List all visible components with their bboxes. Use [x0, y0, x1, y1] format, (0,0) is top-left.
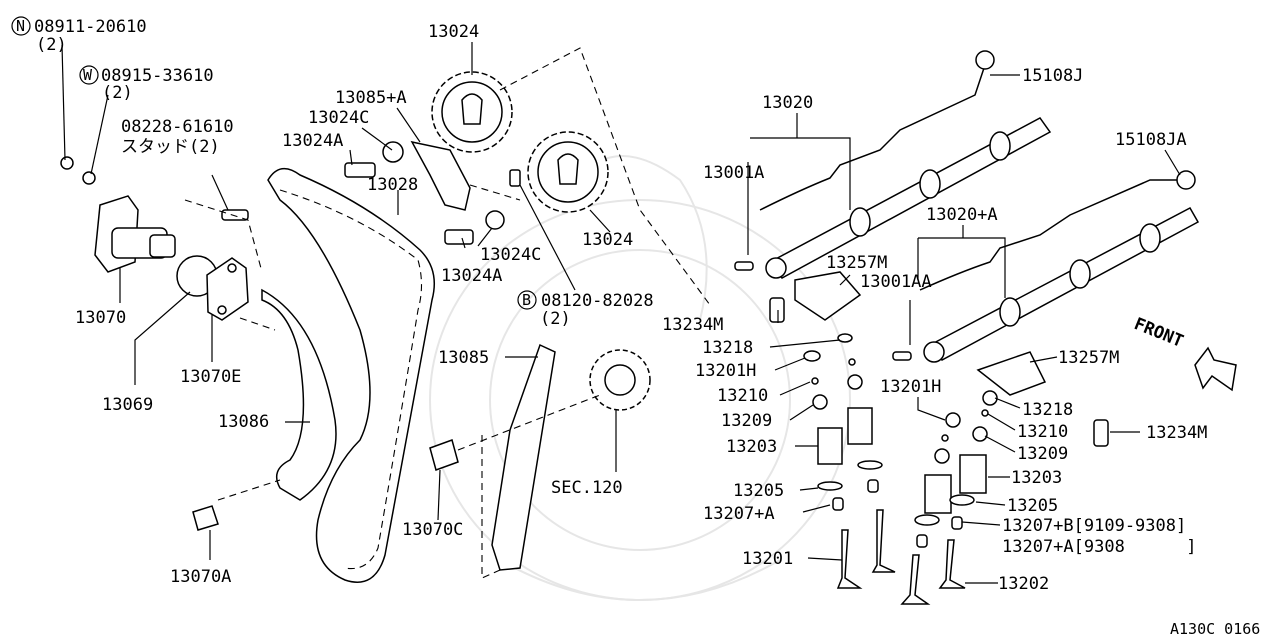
bolt-13070c	[429, 439, 459, 471]
label-13028: 13028	[367, 175, 418, 195]
label-n08911: 08911-20610	[34, 17, 147, 37]
label-08228: 08228-61610	[121, 117, 234, 137]
valve-train-right	[900, 351, 1109, 605]
dowel-13001aa	[892, 351, 912, 361]
label-stud: スタッド(2)	[121, 137, 220, 157]
timing-chain	[267, 167, 435, 583]
label-13201: 13201	[742, 549, 793, 569]
label-13218-right: 13218	[1022, 400, 1073, 420]
camshaft-13020a	[923, 206, 1200, 363]
label-13234m-left: 13234M	[662, 315, 723, 335]
front-arrow	[1194, 346, 1237, 392]
label-13210-left: 13210	[717, 386, 768, 406]
label-front: FRONT	[1131, 314, 1186, 352]
label-sec120: SEC.120	[551, 478, 623, 498]
label-13201h-right: 13201H	[880, 377, 941, 397]
oil-pipe-15108j	[759, 64, 986, 211]
oil-pipe-15108j-eye	[975, 50, 995, 70]
label-13070e: 13070E	[180, 367, 241, 387]
label-13020a: 13020+A	[926, 205, 998, 225]
label-13210-right: 13210	[1017, 422, 1068, 442]
marker-b-circle	[517, 290, 537, 310]
label-13257m-right: 13257M	[1058, 348, 1119, 368]
label-13024c-top: 13024C	[308, 108, 369, 128]
label-13024-right: 13024	[582, 230, 633, 250]
leader-lines	[61, 42, 1181, 584]
label-13201h-left: 13201H	[695, 361, 756, 381]
camshaft-13020	[765, 117, 1052, 279]
marker-n-circle	[11, 16, 31, 36]
dowel-13001a	[734, 261, 754, 271]
label-13257m-left: 13257M	[826, 253, 887, 273]
cam-sprocket-upper	[431, 71, 513, 153]
oil-pipe-15108ja-eye	[1176, 170, 1196, 190]
watermark	[429, 155, 851, 601]
label-13209-right: 13209	[1017, 444, 1068, 464]
chain-guide-13086	[261, 288, 337, 501]
label-13001a: 13001A	[703, 163, 764, 183]
marker-b: B	[522, 291, 531, 309]
cam-sprocket-lower	[527, 131, 609, 213]
label-13024-top: 13024	[428, 22, 479, 42]
label-13085a: 13085+A	[335, 88, 407, 108]
assembly-lines	[184, 47, 711, 579]
label-15108j: 15108J	[1022, 66, 1083, 86]
label-w08915-qty: (2)	[102, 83, 133, 103]
valve-train-left	[769, 271, 896, 589]
label-b08120-qty: (2)	[540, 309, 571, 329]
oil-pipe-15108ja	[919, 179, 1178, 291]
marker-w: W	[83, 66, 93, 84]
label-n08911-qty: (2)	[36, 35, 67, 55]
label-13207a-left: 13207+A	[703, 504, 775, 524]
label-13070a: 13070A	[170, 567, 231, 587]
label-13205-left: 13205	[733, 481, 784, 501]
label-13203-right: 13203	[1011, 468, 1062, 488]
label-13218-left: 13218	[702, 338, 753, 358]
label-13085: 13085	[438, 348, 489, 368]
circled-markers: N W B	[11, 16, 537, 310]
label-13202: 13202	[998, 574, 1049, 594]
label-13024c-mid: 13024C	[480, 245, 541, 265]
label-13024a-mid: 13024A	[441, 266, 502, 286]
bolt-13070a	[192, 505, 219, 531]
part-labels: 08911-20610 (2) 08915-33610 (2) 08228-61…	[34, 17, 1260, 638]
label-13001aa: 13001AA	[860, 272, 932, 292]
label-b08120: 08120-82028	[541, 291, 654, 311]
label-13207b: 13207+B[9109-9308]	[1002, 516, 1186, 536]
label-13069: 13069	[102, 395, 153, 415]
sprocket-fasteners	[344, 140, 521, 245]
label-13203-left: 13203	[726, 437, 777, 457]
label-13205-right: 13205	[1007, 496, 1058, 516]
label-w08915: 08915-33610	[101, 66, 214, 86]
label-15108ja: 15108JA	[1115, 130, 1187, 150]
label-13234m-right: 13234M	[1146, 423, 1207, 443]
label-13024a-top: 13024A	[282, 131, 343, 151]
label-13070: 13070	[75, 308, 126, 328]
label-13070c: 13070C	[402, 520, 463, 540]
reference-code: A130C 0166	[1170, 620, 1260, 638]
tensioner-assembly	[60, 156, 249, 321]
marker-w-circle	[79, 65, 99, 85]
label-13020: 13020	[762, 93, 813, 113]
label-13086: 13086	[218, 412, 269, 432]
marker-n: N	[16, 17, 25, 35]
label-13207a-right: 13207+A[9308 ]	[1002, 537, 1196, 557]
crank-sprocket	[589, 349, 651, 411]
label-13209-left: 13209	[721, 411, 772, 431]
